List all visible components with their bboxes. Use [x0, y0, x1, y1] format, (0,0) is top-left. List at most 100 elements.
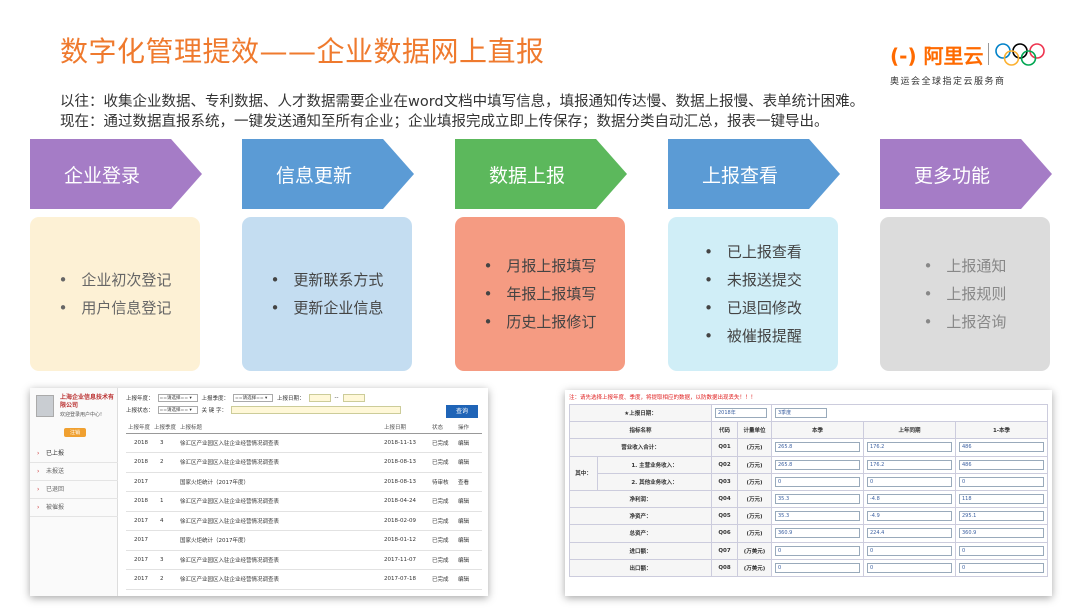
- form-cell: 360.9: [955, 524, 1048, 543]
- aliyun-logo: (-) 阿里云 奥运会全球指定云服务商: [890, 40, 1060, 90]
- step-item: 已上报查看: [704, 238, 802, 266]
- intro-line-before: 以往：收集企业数据、专利数据、人才数据需要企业在word文档中填写信息，填报通知…: [60, 94, 865, 110]
- step-arrow-login: 企业登录: [30, 139, 202, 209]
- indicator-code: Q04: [711, 489, 738, 509]
- indicator-unit: (万元): [737, 472, 772, 491]
- column-header[interactable]: 操作: [456, 422, 482, 434]
- last-year-input[interactable]: -4.9: [867, 511, 952, 522]
- step-arrow-more: 更多功能: [880, 139, 1052, 209]
- logout-button[interactable]: 注销: [64, 428, 87, 437]
- page-title: 数字化管理提效——企业数据网上直报: [60, 35, 545, 68]
- intro-line-now: 现在：通过数据直报系统，一键发送通知至所有企业；企业填报完成立即上传保存；数据分…: [60, 114, 829, 130]
- column-header[interactable]: 上报标题: [178, 422, 382, 434]
- date-separator: --: [334, 395, 339, 401]
- last-year-input[interactable]: 0: [867, 476, 952, 487]
- current-quarter-input[interactable]: 0: [775, 545, 860, 556]
- last-year-input[interactable]: 224.4: [867, 528, 952, 539]
- indicator-name: 净资产：: [569, 507, 712, 526]
- column-header[interactable]: 状态: [430, 422, 456, 434]
- table-cell: 3: [152, 550, 178, 570]
- row-action-link[interactable]: 编辑: [456, 452, 482, 473]
- quarter-select[interactable]: ==请选择== ▾: [233, 394, 274, 402]
- last-year-input[interactable]: -4.8: [867, 494, 952, 505]
- table-cell: 2018: [126, 433, 152, 453]
- last-year-input[interactable]: 0: [867, 545, 952, 556]
- current-quarter-input[interactable]: 265.8: [775, 442, 860, 453]
- year-to-date-input[interactable]: 118: [959, 494, 1044, 505]
- step-item: 历史上报修订: [484, 308, 596, 336]
- table-cell: 2017: [126, 511, 152, 531]
- year-to-date-input[interactable]: 486: [959, 459, 1044, 470]
- report-year-input[interactable]: 2018年: [715, 408, 767, 419]
- date-to-input[interactable]: [342, 394, 365, 402]
- row-action-link[interactable]: 编辑: [456, 511, 482, 531]
- last-year-input[interactable]: 0: [867, 562, 952, 573]
- table-cell: [152, 472, 178, 492]
- sidebar-item-reported[interactable]: 已上报: [30, 445, 118, 463]
- current-quarter-input[interactable]: 35.3: [775, 494, 860, 505]
- form-cell: 3季度: [771, 403, 1048, 423]
- indicator-code: Q07: [711, 541, 738, 560]
- indicator-name: 净利润：: [569, 489, 712, 509]
- date-from-input[interactable]: [308, 394, 331, 402]
- row-action-link[interactable]: 编辑: [456, 550, 482, 570]
- last-year-input[interactable]: 176.2: [867, 442, 952, 453]
- step-item-list: 上报通知上报规则上报咨询: [924, 252, 1006, 336]
- query-button[interactable]: 查询: [446, 405, 478, 418]
- row-action-link[interactable]: 编辑: [456, 530, 482, 551]
- current-quarter-input[interactable]: 35.3: [775, 511, 860, 522]
- column-header[interactable]: 上报日期: [382, 422, 430, 434]
- step-card-update: 更新联系方式更新企业信息: [242, 217, 412, 371]
- current-quarter-input[interactable]: 0: [775, 476, 860, 487]
- year-to-date-input[interactable]: 0: [959, 562, 1044, 573]
- table-cell: 待审核: [430, 472, 456, 492]
- year-to-date-input[interactable]: 295.1: [959, 511, 1044, 522]
- table-cell: 2017: [126, 530, 152, 551]
- table-cell: 2017: [126, 550, 152, 570]
- keyword-input[interactable]: [231, 406, 402, 414]
- indicator-name: 总资产：: [569, 524, 712, 543]
- year-to-date-input[interactable]: 0: [959, 545, 1044, 556]
- step-item: 更新企业信息: [271, 294, 383, 322]
- table-cell: 2018-11-13: [382, 433, 430, 453]
- table-cell: 1: [152, 491, 178, 512]
- status-select[interactable]: ==请选择== ▾: [157, 406, 198, 414]
- step-card-login: 企业初次登记用户信息登记: [30, 217, 200, 371]
- row-action-link[interactable]: 编辑: [456, 491, 482, 512]
- column-header[interactable]: 上报年度: [126, 422, 152, 434]
- step-item: 已退回修改: [704, 294, 802, 322]
- last-year-input[interactable]: 176.2: [867, 459, 952, 470]
- sidebar-item-returned[interactable]: 已退回: [30, 481, 118, 499]
- sidebar-item-reminded[interactable]: 被催报: [30, 499, 118, 517]
- indicator-name: 2. 其他业务收入：: [597, 472, 712, 491]
- aliyun-brand: (-) 阿里云: [890, 44, 984, 68]
- current-quarter-input[interactable]: 0: [775, 562, 860, 573]
- row-action-link[interactable]: 编辑: [456, 433, 482, 453]
- row-action-link[interactable]: 编辑: [456, 569, 482, 590]
- welcome-text: 欢迎登录用户中心!: [60, 412, 103, 418]
- table-cell: 2: [152, 569, 178, 590]
- column-header[interactable]: 上报季度: [152, 422, 178, 434]
- column-header: 1-本季: [955, 421, 1048, 440]
- quarter-label: 上报季度：: [201, 396, 230, 402]
- step-arrow-review: 上报查看: [668, 139, 840, 209]
- table-cell: 已完成: [430, 491, 456, 512]
- year-select[interactable]: ==请选择== ▾: [157, 394, 198, 402]
- table-cell: 徐汇区产业园区入驻企业经营情况调查表: [178, 452, 382, 473]
- year-to-date-input[interactable]: 486: [959, 442, 1044, 453]
- current-quarter-input[interactable]: 265.8: [775, 459, 860, 470]
- form-cell: 0: [771, 558, 864, 577]
- row-action-link[interactable]: 查看: [456, 472, 482, 492]
- report-date-label: ★上报日期：: [569, 403, 712, 423]
- year-to-date-input[interactable]: 360.9: [959, 528, 1044, 539]
- current-quarter-input[interactable]: 360.9: [775, 528, 860, 539]
- year-to-date-input[interactable]: 0: [959, 476, 1044, 487]
- sidebar-item-unsubmitted[interactable]: 未报送: [30, 463, 118, 481]
- report-quarter-select[interactable]: 3季度: [775, 408, 827, 419]
- column-header: 计量单位: [737, 421, 772, 440]
- form-notice: 注：请先选择上报年度、季度，将提取相应的数据，以防数据出现丢失！！！: [569, 395, 757, 401]
